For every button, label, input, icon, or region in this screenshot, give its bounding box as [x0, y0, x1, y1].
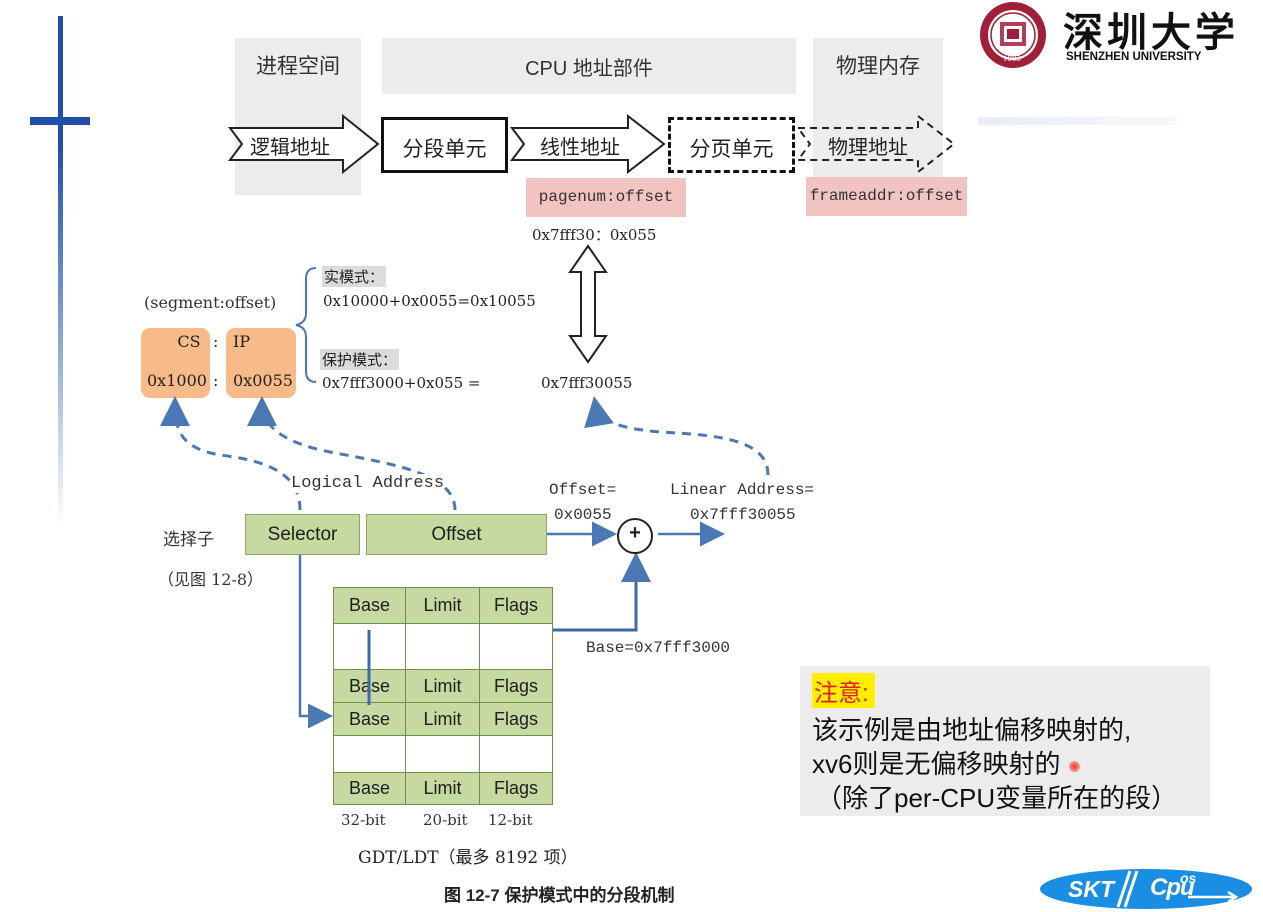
figure-caption: 图 12-7 保护模式中的分段机制 [444, 886, 675, 905]
cpu-logo-text: Cpu [1150, 874, 1195, 901]
real-mode-calc: 0x10000+0x0055=0x10055 [323, 292, 536, 310]
university-name-en: SHENZHEN UNIVERSITY [1066, 51, 1202, 63]
table-cell-empty [405, 623, 480, 670]
table-caption: GDT/LDT（最多 8192 项） [358, 848, 578, 868]
mode-brace-icon [295, 267, 317, 383]
physical-memory-label: 物理内存 [836, 54, 920, 78]
university-name-cn: 深圳大学 [1063, 9, 1239, 56]
frameaddr-offset-box: frameaddr:offset [806, 177, 967, 216]
adder-plus: + [629, 522, 641, 544]
note-title: 注意: [812, 673, 875, 708]
offset-box: Offset [366, 514, 547, 555]
note-line-3: （除了per-CPU变量所在的段） [816, 783, 1178, 813]
note-line-2: xv6则是无偏移映射的 [812, 749, 1061, 779]
table-cell-empty [479, 735, 553, 773]
base-link-overlay [367, 630, 371, 705]
selector-cn-label: 选择子 [163, 530, 214, 550]
segment-unit-box [381, 117, 508, 173]
base-value-label: Base=0x7fff3000 [586, 639, 731, 657]
bits-20: 20-bit [423, 811, 468, 829]
table-cell-limit: Limit [405, 702, 480, 736]
process-space-box [235, 38, 361, 195]
cs-label: CS [177, 332, 201, 351]
table-cell-empty [333, 735, 406, 773]
colon-2: : [213, 371, 219, 390]
skt-cpu-logo-icon [1040, 869, 1252, 909]
cpu-units-box [382, 38, 796, 94]
double-arrow-icon [568, 244, 608, 364]
linear-address-label: 线性地址 [540, 135, 620, 159]
table-cell-base: Base [333, 587, 406, 624]
slide-decoration-vertical [58, 16, 63, 526]
university-seal-year: 1983 [1003, 55, 1021, 63]
protected-mode-result: 0x7fff30055 [541, 374, 633, 392]
linear-eq-value: 0x7fff30055 [690, 506, 796, 524]
protected-mode-label: 保护模式： [320, 349, 400, 370]
selector-box: Selector [245, 514, 360, 555]
physical-address-label: 物理地址 [828, 135, 908, 159]
table-cell-base: Base [333, 772, 406, 805]
university-seal-icon [980, 2, 1046, 68]
skt-logo-text: SKT [1068, 876, 1114, 902]
logical-address-caption: Logical Address [291, 474, 445, 493]
paging-unit-box [668, 117, 795, 173]
offset-eq-label: Offset= [549, 481, 617, 499]
physical-address-arrow [796, 114, 956, 174]
table-cell-flags: Flags [479, 669, 553, 703]
logical-address-arrow [228, 114, 380, 174]
table-cell-empty [405, 735, 480, 773]
process-space-label: 进程空间 [256, 54, 340, 78]
segment-offset-label: (segment:offset) [144, 293, 277, 312]
colon-1: : [213, 332, 219, 351]
faint-divider [978, 117, 1178, 125]
cpu-logo-os: os [1180, 870, 1197, 886]
note-line-1: 该示例是由地址偏移映射的, [812, 715, 1132, 745]
linear-eq-label: Linear Address= [670, 481, 815, 499]
ip-box [226, 328, 296, 398]
linear-example: 0x7fff30：0x055 [532, 226, 657, 244]
cs-box [141, 328, 210, 398]
slide-decoration-horizontal [30, 117, 90, 125]
table-cell-flags: Flags [479, 587, 553, 624]
real-mode-label: 实模式： [322, 266, 387, 287]
table-cell-empty [479, 623, 553, 670]
table-cell-limit: Limit [405, 587, 480, 624]
offset-eq-value: 0x0055 [554, 506, 612, 524]
linear-address-arrow [510, 114, 666, 174]
logical-address-label: 逻辑地址 [250, 135, 330, 159]
adder-circle [617, 518, 653, 554]
ip-label: IP [233, 332, 251, 351]
table-cell-limit: Limit [405, 669, 480, 703]
bits-12: 12-bit [488, 811, 533, 829]
cs-value: 0x1000 [147, 371, 207, 390]
bits-32: 32-bit [341, 811, 386, 829]
cursor-dot [1069, 761, 1080, 772]
cpu-units-label: CPU 地址部件 [525, 58, 653, 80]
table-cell-flags: Flags [479, 772, 553, 805]
ip-value: 0x0055 [233, 371, 293, 390]
physical-memory-box [813, 38, 943, 178]
table-cell-limit: Limit [405, 772, 480, 805]
pagenum-offset-box: pagenum:offset [526, 178, 686, 217]
paging-unit-label: 分页单元 [689, 137, 774, 161]
see-figure-label: （见图 12-8） [158, 570, 264, 589]
table-cell-flags: Flags [479, 702, 553, 736]
protected-mode-calc: 0x7fff3000+0x055 = [322, 374, 481, 392]
segment-unit-label: 分段单元 [402, 137, 487, 161]
